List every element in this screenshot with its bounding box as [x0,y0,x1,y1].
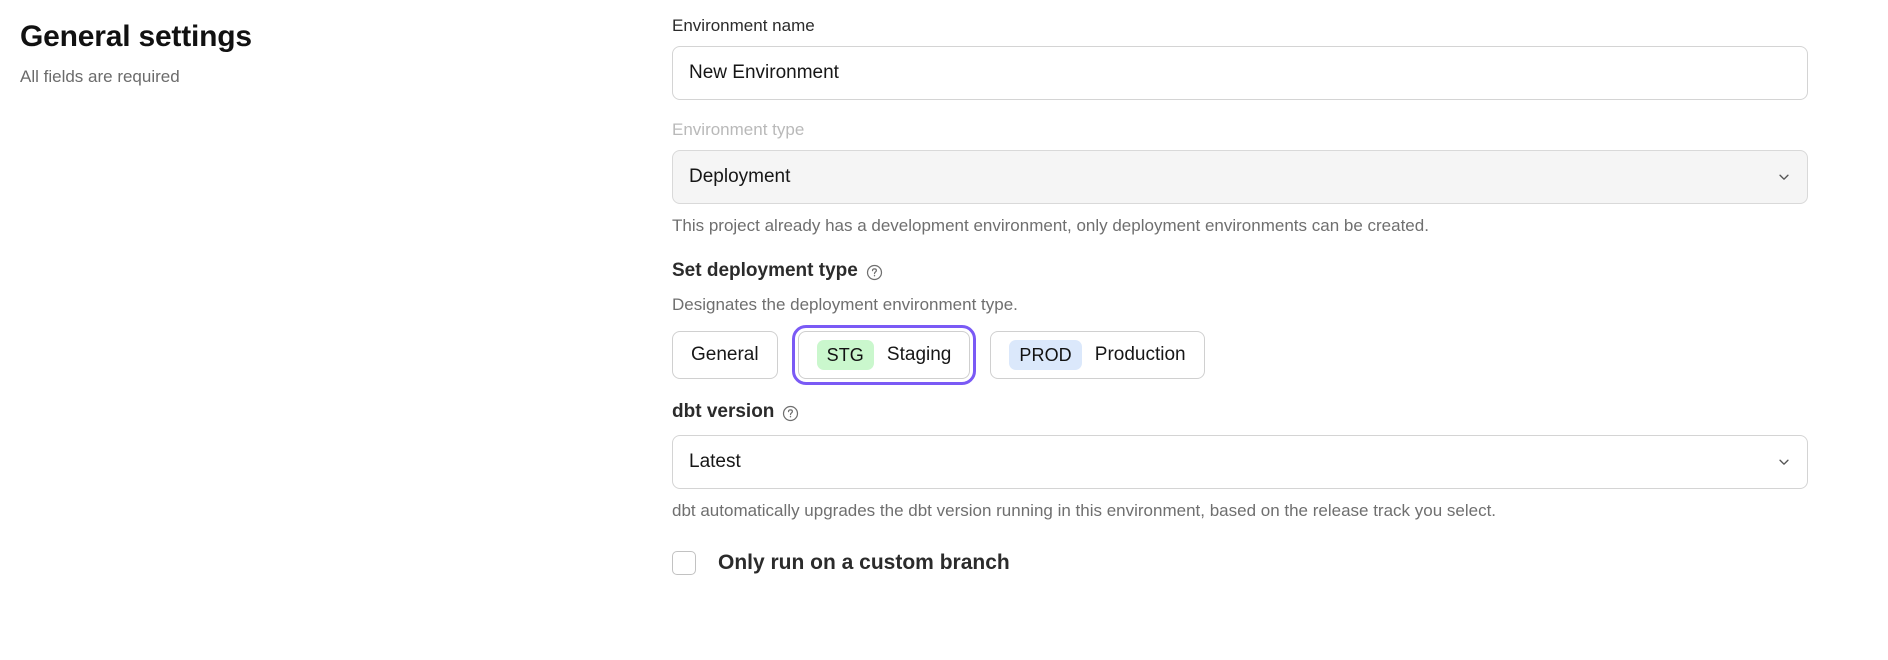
deployment-type-field-group: Set deployment type Designates the deplo… [672,258,1808,385]
environment-name-label: Environment name [672,16,815,35]
general-settings-form: Environment name New Environment Environ… [672,0,1852,577]
deployment-type-option-general-label: General [691,344,759,365]
deployment-type-option-general[interactable]: General [672,331,778,379]
custom-branch-label: Only run on a custom branch [718,551,1010,574]
settings-intro-column: General settings All fields are required [0,0,672,89]
environment-name-value: New Environment [689,62,839,83]
environment-name-input[interactable]: New Environment [672,46,1808,100]
page-title: General settings [20,20,252,53]
environment-type-helper-text: This project already has a development e… [672,216,1429,235]
environment-type-select[interactable]: Deployment [672,150,1808,204]
deployment-type-option-production-label: Production [1094,344,1186,365]
custom-branch-row: Only run on a custom branch [672,549,1808,577]
environment-type-value: Deployment [689,166,791,187]
chevron-down-icon [1777,170,1791,184]
deployment-type-option-staging-label: Staging [886,344,952,365]
dbt-version-select[interactable]: Latest [672,435,1808,489]
deployment-type-option-production[interactable]: PROD Production [990,331,1205,379]
page-subtitle: All fields are required [20,67,180,86]
deployment-type-option-group: General STG Staging PROD Production [672,325,1808,385]
staging-badge: STG [816,340,874,370]
deployment-type-option-staging[interactable]: STG Staging [791,325,977,385]
custom-branch-checkbox[interactable] [672,551,696,575]
dbt-version-label: dbt version [672,401,775,422]
chevron-down-icon [1777,455,1791,469]
question-circle-icon[interactable] [866,264,883,281]
question-circle-icon[interactable] [782,405,799,422]
deployment-type-description: Designates the deployment environment ty… [672,295,1018,314]
dbt-version-field-group: dbt version Latest dbt aut [672,399,1808,523]
dbt-version-value: Latest [689,451,741,472]
environment-type-label: Environment type [672,120,805,139]
production-badge: PROD [1009,340,1082,370]
environment-name-field-group: Environment name New Environment [672,14,1808,100]
deployment-type-heading-row: Set deployment type [672,258,1808,284]
environment-type-field-group: Environment type Deployment This project… [672,118,1808,238]
dbt-version-helper-text: dbt automatically upgrades the dbt versi… [672,501,1497,520]
dbt-version-heading-row: dbt version [672,399,1808,425]
deployment-type-heading: Set deployment type [672,260,858,281]
